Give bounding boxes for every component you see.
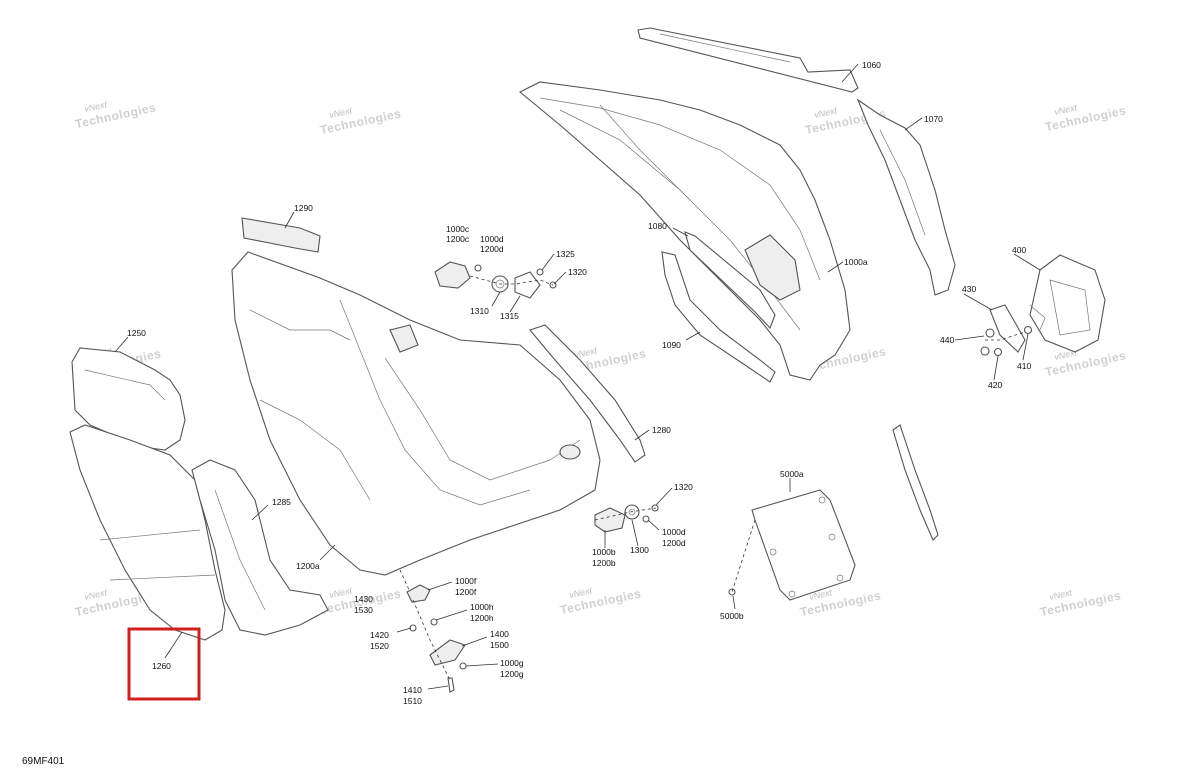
- callouts: 1060 1070 1290 1000c 1200c 1000d 1200d 1…: [127, 60, 1031, 706]
- watermark-line1: vNext: [328, 585, 353, 600]
- callout-1280[interactable]: 1280: [652, 425, 671, 435]
- part-5000a-plate[interactable]: [751, 489, 856, 601]
- part-1000c-bracket[interactable]: [434, 261, 471, 289]
- diagram-code: 69MF401: [22, 756, 65, 767]
- callout-1200f[interactable]: 1200f: [455, 587, 477, 597]
- callout-1320-mid[interactable]: 1320: [674, 482, 693, 492]
- part-1260-side-panel[interactable]: [69, 424, 226, 641]
- part-1280-strip[interactable]: [529, 324, 646, 463]
- part-420-nut[interactable]: [993, 347, 1003, 357]
- part-1000a-upper-cover[interactable]: [518, 81, 851, 381]
- part-1285-panel[interactable]: [191, 459, 329, 636]
- part-1000g-screw[interactable]: [459, 662, 467, 670]
- part-1000f-latch[interactable]: [406, 584, 431, 603]
- callout-1320-top[interactable]: 1320: [568, 267, 587, 277]
- part-rail-bracket[interactable]: [892, 424, 939, 541]
- callout-1200b[interactable]: 1200b: [592, 558, 616, 568]
- callout-1000a[interactable]: 1000a: [844, 257, 868, 267]
- callout-1510[interactable]: 1510: [403, 696, 422, 706]
- callout-1310[interactable]: 1310: [470, 306, 489, 316]
- part-1080-strip[interactable]: [684, 231, 776, 330]
- callout-1520[interactable]: 1520: [370, 641, 389, 651]
- callout-1300[interactable]: 1300: [630, 545, 649, 555]
- callout-1000b[interactable]: 1000b: [592, 547, 616, 557]
- callout-1000d-top[interactable]: 1000d: [480, 234, 504, 244]
- highlight-box-1260: [127, 627, 201, 701]
- part-400-latch-housing[interactable]: [1029, 254, 1106, 353]
- watermark-line1: vNext: [573, 345, 598, 360]
- callout-1290[interactable]: 1290: [294, 203, 313, 213]
- callout-5000b[interactable]: 5000b: [720, 611, 744, 621]
- callout-1325[interactable]: 1325: [556, 249, 575, 259]
- part-1325-washer[interactable]: [536, 268, 544, 276]
- watermark: vNext Technologies: [319, 105, 403, 137]
- callout-1200d-top[interactable]: 1200d: [480, 244, 504, 254]
- part-1200a-main-panel[interactable]: [231, 251, 601, 576]
- part-1060-strip[interactable]: [637, 27, 859, 93]
- part-440-bolt-2[interactable]: [980, 346, 990, 356]
- part-1410-bolt[interactable]: [447, 677, 455, 693]
- callout-1420[interactable]: 1420: [370, 630, 389, 640]
- part-1250-side-pad[interactable]: [71, 347, 186, 451]
- callout-1200c[interactable]: 1200c: [446, 234, 470, 244]
- part-1000h-spring[interactable]: [430, 618, 438, 626]
- callout-1000d-mid[interactable]: 1000d: [662, 527, 686, 537]
- watermark: vNext Technologies: [74, 99, 158, 131]
- callout-1315[interactable]: 1315: [500, 311, 519, 321]
- watermark: vNext Technologies: [559, 585, 643, 617]
- watermark-line1: vNext: [83, 587, 108, 602]
- part-1400-handle[interactable]: [429, 639, 466, 666]
- callout-1250[interactable]: 1250: [127, 328, 146, 338]
- callout-1200d-mid[interactable]: 1200d: [662, 538, 686, 548]
- part-410-washer[interactable]: [1023, 325, 1033, 335]
- callout-1260[interactable]: 1260: [152, 661, 171, 671]
- callout-1500[interactable]: 1500: [490, 640, 509, 650]
- watermark-line1: vNext: [813, 105, 838, 120]
- callout-1000h[interactable]: 1000h: [470, 602, 494, 612]
- watermark-line1: vNext: [83, 99, 108, 114]
- part-1000b-bracket[interactable]: [594, 507, 626, 533]
- part-1000d-mid-nut[interactable]: [642, 515, 650, 523]
- callout-430[interactable]: 430: [962, 284, 976, 294]
- part-1290-block[interactable]: [241, 217, 321, 253]
- assembly-lines: [399, 275, 1026, 681]
- leader-lines: [114, 63, 1041, 690]
- watermark-line1: vNext: [1048, 587, 1073, 602]
- callout-1285[interactable]: 1285: [272, 497, 291, 507]
- callout-420[interactable]: 420: [988, 380, 1002, 390]
- callout-440[interactable]: 440: [940, 335, 954, 345]
- part-5000b-bolt[interactable]: [728, 588, 736, 596]
- watermark-line1: vNext: [328, 105, 353, 120]
- watermark: vNext Technologies: [1044, 102, 1128, 134]
- callout-1200g[interactable]: 1200g: [500, 669, 524, 679]
- callout-400[interactable]: 400: [1012, 245, 1026, 255]
- watermark-line1: vNext: [1053, 102, 1078, 117]
- part-430-bracket[interactable]: [989, 304, 1026, 353]
- callout-1410[interactable]: 1410: [403, 685, 422, 695]
- part-1315-plate[interactable]: [514, 271, 541, 299]
- part-1000d-top-nut[interactable]: [474, 264, 482, 272]
- callout-1090[interactable]: 1090: [662, 340, 681, 350]
- part-440-bolt[interactable]: [985, 328, 995, 338]
- callout-410[interactable]: 410: [1017, 361, 1031, 371]
- callout-1530[interactable]: 1530: [354, 605, 373, 615]
- callout-1200h[interactable]: 1200h: [470, 613, 494, 623]
- callout-1200a[interactable]: 1200a: [296, 561, 320, 571]
- callout-1430[interactable]: 1430: [354, 594, 373, 604]
- callout-1060[interactable]: 1060: [862, 60, 881, 70]
- part-1070-side-panel[interactable]: [856, 98, 956, 296]
- part-1090-strip[interactable]: [661, 251, 776, 383]
- callout-1070[interactable]: 1070: [924, 114, 943, 124]
- callout-5000a[interactable]: 5000a: [780, 469, 804, 479]
- watermark-line1: vNext: [568, 585, 593, 600]
- callout-1000f[interactable]: 1000f: [455, 576, 477, 586]
- callout-1400[interactable]: 1400: [490, 629, 509, 639]
- watermark: vNext Technologies: [1039, 587, 1123, 619]
- callout-1000g[interactable]: 1000g: [500, 658, 524, 668]
- callout-1000c[interactable]: 1000c: [446, 224, 470, 234]
- callout-1080[interactable]: 1080: [648, 221, 667, 231]
